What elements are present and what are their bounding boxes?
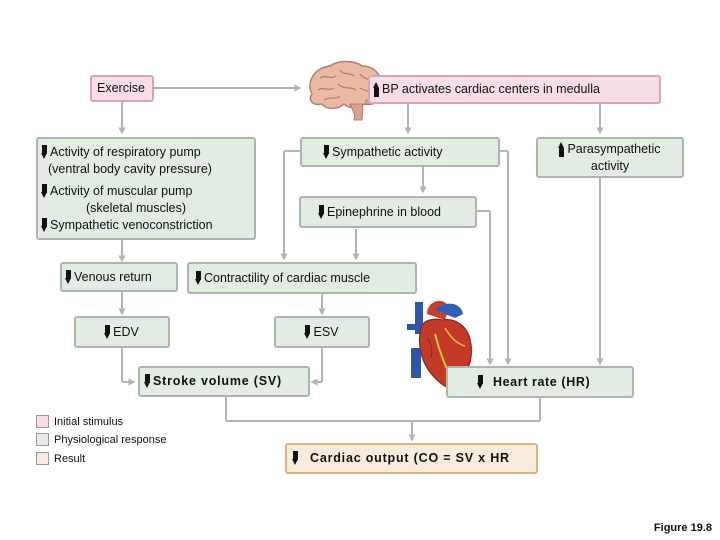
venous-return-label: Venous return (74, 269, 152, 284)
epinephrine-box: Epinephrine in blood (299, 196, 477, 228)
contractility-label: Contractility of cardiac muscle (204, 270, 371, 285)
increase-arrow-icon (104, 324, 111, 340)
sympathetic-activity-box: Sympathetic activity (300, 137, 500, 167)
increase-arrow-icon (41, 183, 47, 199)
stroke-volume-box: Stroke volume (SV) (138, 366, 310, 397)
esv-box: ESV (274, 316, 370, 348)
heart-rate-box: Heart rate (HR) (446, 366, 634, 398)
legend-swatch-response (36, 433, 49, 446)
exercise-box: Exercise (90, 75, 154, 102)
increase-arrow-icon (558, 141, 565, 157)
respiratory-pump-line: Activity of respiratory pump (41, 144, 201, 161)
bp-medulla-box: BP activates cardiac centers in medulla (368, 75, 661, 104)
figure-caption: Figure 19.8 (653, 522, 712, 534)
legend-physiological-response: Physiological response (36, 433, 167, 446)
legend-result: Result (36, 452, 85, 465)
cardiac-output-box: Cardiac output (CO = SV x HR (285, 443, 538, 474)
decrease-arrow-icon (304, 324, 311, 340)
muscular-pump-line-2: (skeletal muscles) (86, 200, 187, 215)
sympathetic-label: Sympathetic activity (332, 144, 443, 159)
respiratory-pump-line-2: (ventral body cavity pressure) (48, 161, 212, 176)
increase-arrow-icon (195, 270, 201, 286)
increase-arrow-icon (65, 269, 71, 285)
cardiac-output-label: Cardiac output (CO = SV x HR (310, 451, 510, 465)
increase-arrow-icon (373, 82, 379, 97)
venous-pumps-box: Activity of respiratory pump (ventral bo… (36, 137, 256, 240)
parasympathetic-activity-box: Parasympathetic activity (536, 137, 684, 178)
epinephrine-label: Epinephrine in blood (327, 204, 441, 219)
increase-arrow-icon (318, 204, 324, 220)
muscular-pump-line: Activity of muscular pump (41, 183, 192, 200)
venoconstriction-line: Sympathetic venoconstriction (41, 217, 213, 234)
stroke-volume-label: Stroke volume (SV) (153, 374, 283, 388)
legend-initial-stimulus: Initial stimulus (36, 415, 123, 428)
esv-label: ESV (313, 324, 339, 339)
increase-arrow-icon (41, 144, 47, 160)
increase-arrow-icon (41, 217, 47, 233)
edv-label: EDV (113, 324, 139, 339)
heart-rate-label: Heart rate (HR) (493, 374, 591, 389)
contractility-box: Contractility of cardiac muscle (187, 262, 417, 294)
legend-swatch-stimulus (36, 415, 49, 428)
increase-arrow-icon (292, 451, 298, 466)
edv-box: EDV (74, 316, 170, 348)
increase-arrow-icon (477, 374, 483, 390)
increase-arrow-icon (323, 144, 329, 160)
increase-arrow-icon (144, 374, 150, 389)
exercise-label: Exercise (97, 81, 145, 95)
bp-medulla-label: BP activates cardiac centers in medulla (382, 82, 600, 96)
venous-return-box: Venous return (60, 262, 178, 292)
legend-swatch-result (36, 452, 49, 465)
